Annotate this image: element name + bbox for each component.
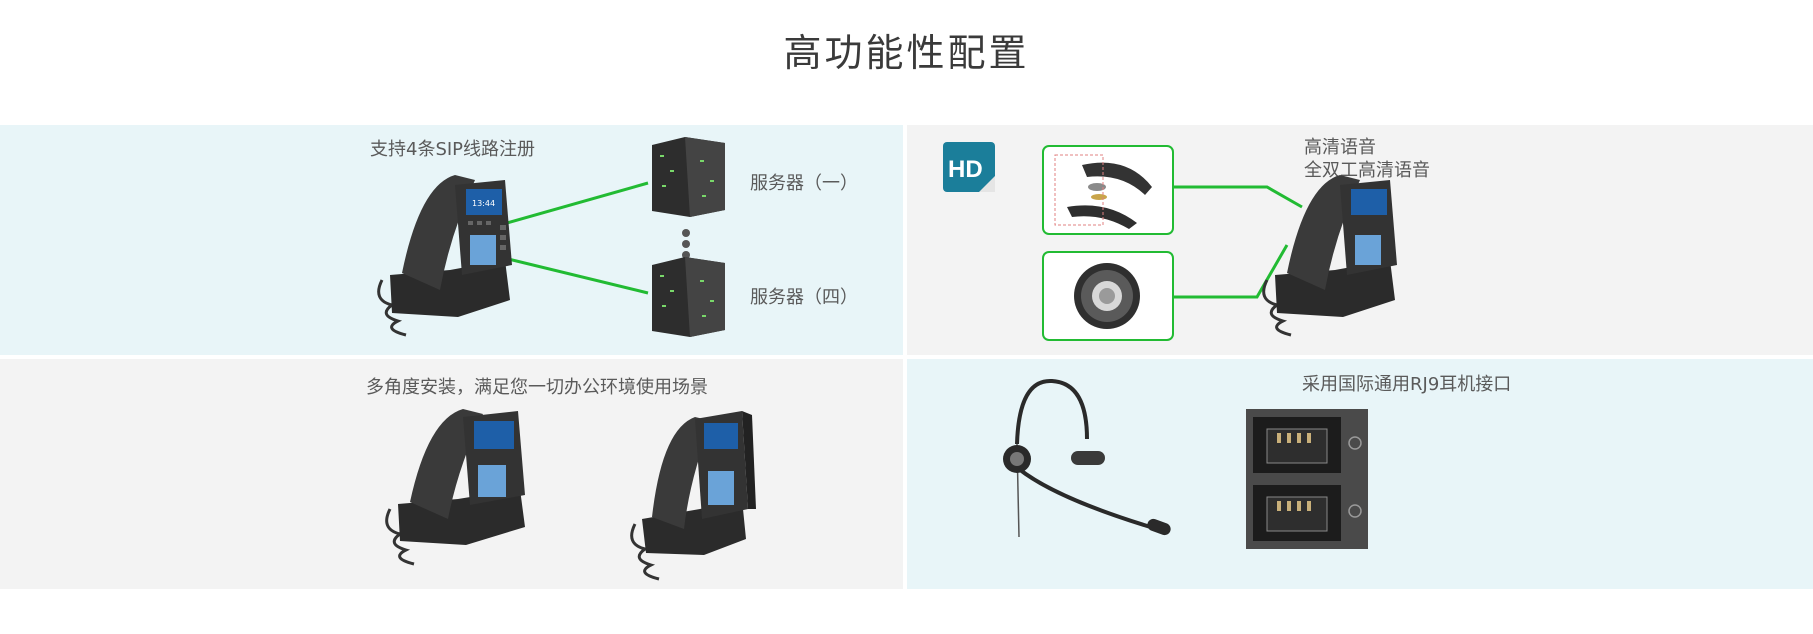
server-1-label: 服务器（一） [750,173,858,194]
page-title: 高功能性配置 [783,31,1030,75]
speaker-connector [1173,244,1289,299]
sip-diagram: 13:44 [377,137,725,337]
desk-phone-icon: 13:44 [377,175,512,337]
install-caption: 多角度安装，满足您一切办公环境使用场景 [366,377,708,398]
line-to-server-1 [499,181,649,227]
desk-phone-tilted-icon [630,411,756,581]
handset-connector [1173,185,1303,209]
install-panel: 多角度安装，满足您一切办公环境使用场景 [0,359,903,589]
desk-phone-icon [1262,175,1397,337]
headset-icon [1003,378,1171,538]
rj9-panel: 采用国际通用RJ9耳机接口 [907,359,1813,589]
speaker-icon [1074,263,1140,329]
rj9-diagram [1003,378,1368,549]
ellipsis-dot-icon [682,229,690,237]
ellipsis-dot-icon [682,251,690,259]
desk-phone-front-icon [385,409,525,566]
server-1-icon [652,137,725,217]
rj9-jack-icon [1246,409,1368,549]
handset-exploded-icon [1054,154,1152,229]
hd-badge-text: HD [948,156,983,183]
hd-subheading: 全双工高清语音 [1304,160,1430,181]
install-diagram [385,409,756,581]
sip-caption: 支持4条SIP线路注册 [370,139,536,160]
line-to-server-4 [499,255,649,295]
ellipsis-dot-icon [682,240,690,248]
hd-badge-icon: HD [943,142,995,192]
hd-diagram: HD [943,142,1397,341]
server-4-icon [652,257,725,337]
sip-lines-panel: 支持4条SIP线路注册 服务器（一） 服务器（四） 13:44 [0,125,903,355]
handset-box [1042,145,1174,235]
hd-voice-panel: 高清语音 全双工高清语音 HD [907,125,1813,355]
rj9-caption: 采用国际通用RJ9耳机接口 [1302,374,1512,395]
hd-heading: 高清语音 [1304,137,1376,158]
phone-screen-time: 13:44 [472,199,495,208]
server-4-label: 服务器（四） [750,287,858,308]
